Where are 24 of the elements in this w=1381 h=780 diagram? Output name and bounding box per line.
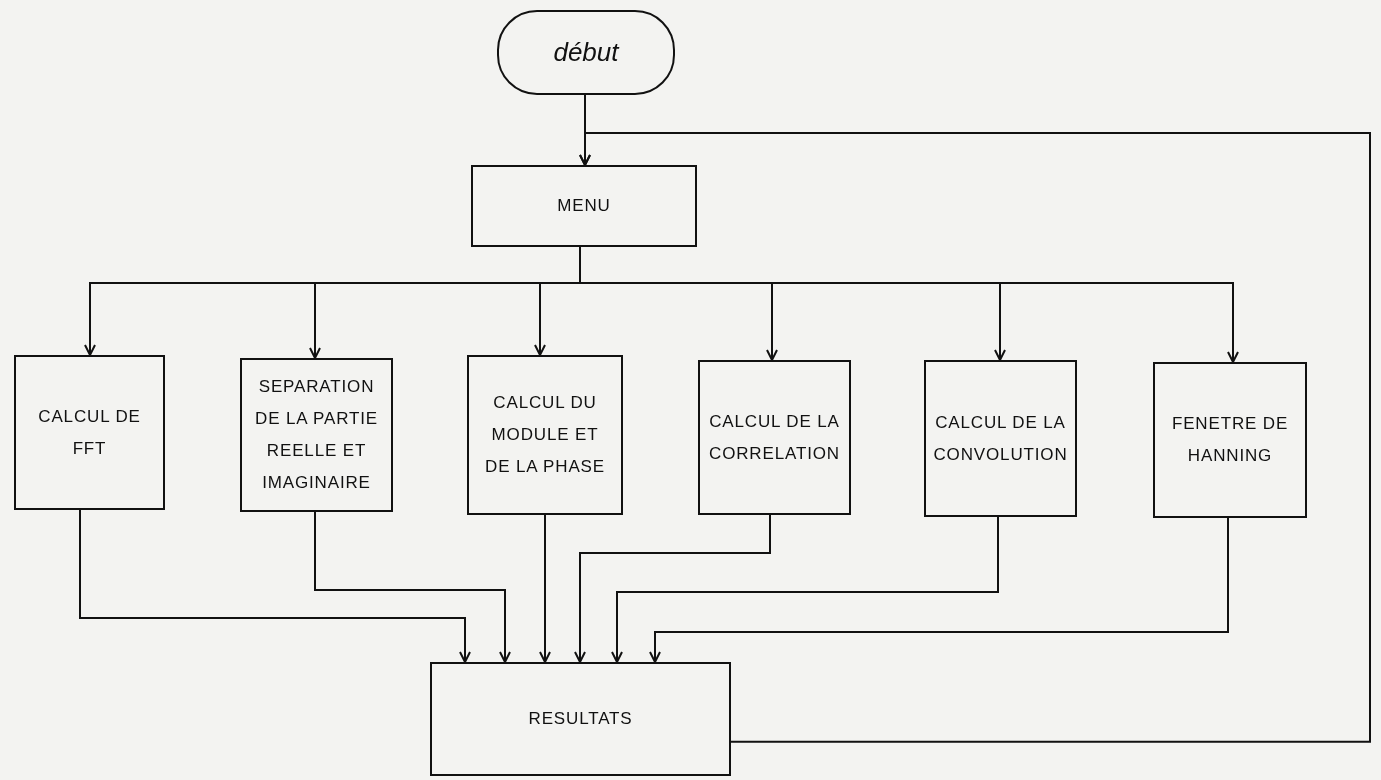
arrow: [579, 132, 1371, 743]
process-box: [471, 165, 697, 247]
node-label: MENU: [557, 195, 611, 217]
process-box: [1153, 362, 1307, 518]
arrow: [649, 517, 1229, 663]
process-box: [698, 360, 851, 515]
node-label: CALCUL DU MODULE ET DE LA PHASE: [484, 392, 606, 478]
node-label: SEPARATION DE LA PARTIE REELLE ET IMAGINAIRE: [254, 376, 379, 494]
node-label: FENETRE DE HANNING: [1170, 413, 1290, 467]
node-label: CALCUL DE LA CONVOLUTION: [933, 411, 1068, 466]
node-label: début: [553, 36, 619, 69]
arrow: [79, 509, 471, 663]
node-label: RESULTATS: [528, 708, 633, 730]
process-box: [14, 355, 165, 510]
arrow: [574, 514, 771, 663]
process-box: [924, 360, 1077, 517]
arrow: [611, 516, 999, 663]
process-box: [240, 358, 393, 512]
node-label: CALCUL DE FFT: [37, 405, 142, 460]
process-box: [467, 355, 623, 515]
node-label: CALCUL DE LA CORRELATION: [708, 410, 841, 465]
arrow: [539, 514, 551, 663]
process-box: [430, 662, 731, 776]
arrow: [314, 511, 511, 663]
